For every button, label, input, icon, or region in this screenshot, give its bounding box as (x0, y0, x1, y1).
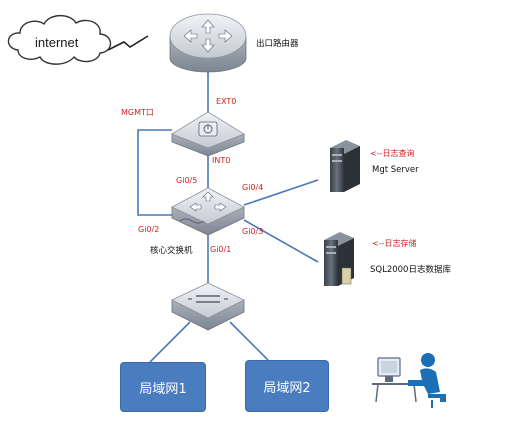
link-core-mgtserver (243, 179, 319, 206)
cloud-icon (7, 14, 112, 65)
lan-2-box: 局域网2 (245, 360, 329, 412)
firewall-icon (171, 111, 245, 157)
ext-port-label: EXT0 (216, 97, 237, 106)
mgt-server-label: Mgt Server (372, 165, 419, 175)
port-gi03-label: Gi0/3 (242, 227, 264, 236)
core-switch-label: 核心交换机 (150, 246, 193, 256)
port-gi02-label: Gi0/2 (138, 225, 160, 234)
link-core-sqlserver (243, 219, 319, 263)
links (137, 72, 319, 363)
sql-db-label: SQL2000日志数据库 (370, 265, 451, 275)
lan-1-label: 局域网1 (139, 381, 187, 397)
server-icon (330, 140, 360, 192)
switch-icon (171, 282, 245, 331)
router-label: 出口路由器 (256, 39, 299, 49)
port-gi04-label: Gi0/4 (242, 183, 264, 192)
log-query-note: <--日志查询 (370, 149, 415, 158)
port-gi01-label: Gi0/1 (210, 245, 232, 254)
int-port-label: INT0 (212, 156, 231, 165)
router-icon (169, 13, 247, 73)
lan-1-box: 局域网1 (120, 362, 206, 412)
mgmt-port-label: MGMT口 (121, 108, 154, 117)
link-internet-lightning (107, 35, 149, 51)
cloud-label: internet (35, 35, 79, 50)
user-at-computer-icon (372, 353, 446, 408)
lan-2-label: 局域网2 (263, 380, 311, 396)
switch-icon (171, 187, 245, 236)
link-access-lan1 (149, 321, 191, 363)
link-mgmt-gi02 (137, 129, 172, 216)
port-gi05-label: Gi0/5 (176, 176, 198, 185)
log-storage-note: <--日志存储 (372, 239, 417, 248)
server-icon (324, 232, 354, 286)
link-access-lan2 (229, 321, 269, 361)
